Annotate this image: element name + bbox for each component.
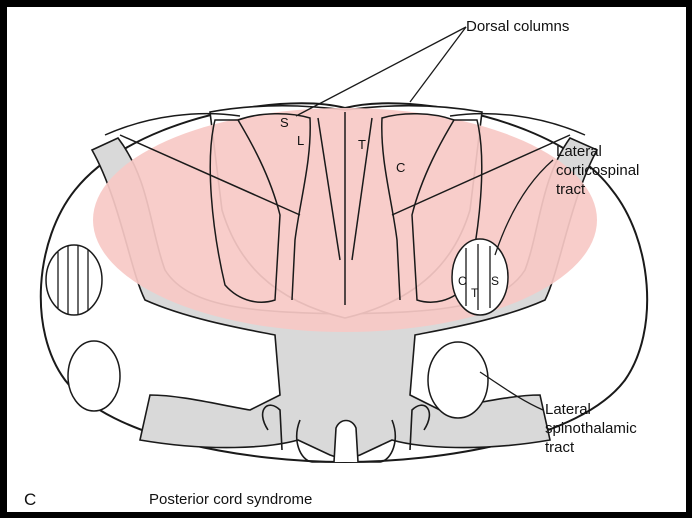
label-lateral-spinothalamic-tract: Lateral spinothalamic tract	[545, 400, 637, 457]
tract-letter-sacral: S	[491, 274, 499, 288]
tract-letter-thoracic: T	[471, 286, 478, 300]
label-line: spinothalamic	[545, 419, 637, 438]
right-spinothalamic-tract	[428, 342, 488, 418]
left-spinothalamic-tract	[68, 341, 120, 411]
column-letter-lumbar: L	[297, 134, 304, 148]
column-letter-thoracic: T	[358, 138, 366, 152]
panel-letter: C	[24, 490, 36, 509]
label-line: tract	[556, 180, 639, 199]
left-corticospinal-tract	[46, 245, 102, 315]
label-line: corticospinal	[556, 161, 639, 180]
label-line: tract	[545, 438, 637, 457]
label-line: Lateral	[545, 400, 637, 419]
tract-letter-cervical: C	[458, 274, 467, 288]
column-letter-sacral: S	[280, 116, 289, 130]
anterior-median-fissure	[334, 421, 358, 463]
label-line: Lateral	[556, 142, 639, 161]
leader-dorsal-2	[410, 27, 466, 102]
label-lateral-corticospinal-tract: Lateral corticospinal tract	[556, 142, 639, 199]
column-letter-cervical: C	[396, 161, 405, 175]
label-dorsal-columns: Dorsal columns	[466, 17, 569, 36]
figure-caption: Posterior cord syndrome	[149, 490, 312, 509]
